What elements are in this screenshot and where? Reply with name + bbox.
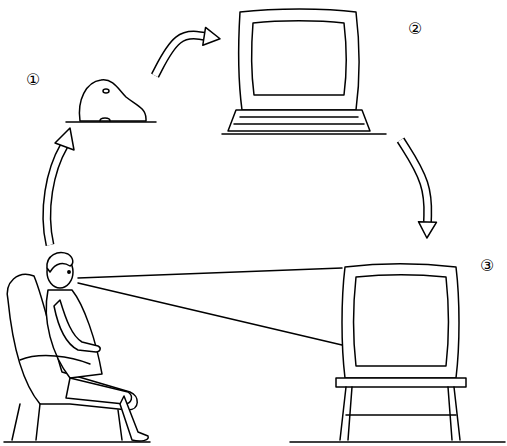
callout-number: ③ xyxy=(480,258,494,274)
callout-number: ② xyxy=(408,21,422,37)
flow-arrow xyxy=(47,128,74,245)
person-in-chair xyxy=(4,253,150,442)
flow-arrow xyxy=(155,27,220,75)
arrow-head xyxy=(203,27,220,45)
illustrated-part: ① xyxy=(20,62,155,130)
tv-illustration xyxy=(290,264,505,442)
sensor-device xyxy=(66,80,156,122)
arrow-outline xyxy=(401,140,428,222)
callout-number: ① xyxy=(26,72,40,88)
arrow-body xyxy=(155,35,204,76)
illustrated-part: ③ xyxy=(330,238,500,443)
arrow-outline xyxy=(155,35,204,76)
arrow-body xyxy=(401,140,428,222)
flow-arrow xyxy=(401,140,437,238)
arrow-head xyxy=(418,222,436,238)
computer-illustration xyxy=(222,9,386,134)
illustrated-part: ② xyxy=(220,5,430,140)
sight-line xyxy=(78,268,342,345)
